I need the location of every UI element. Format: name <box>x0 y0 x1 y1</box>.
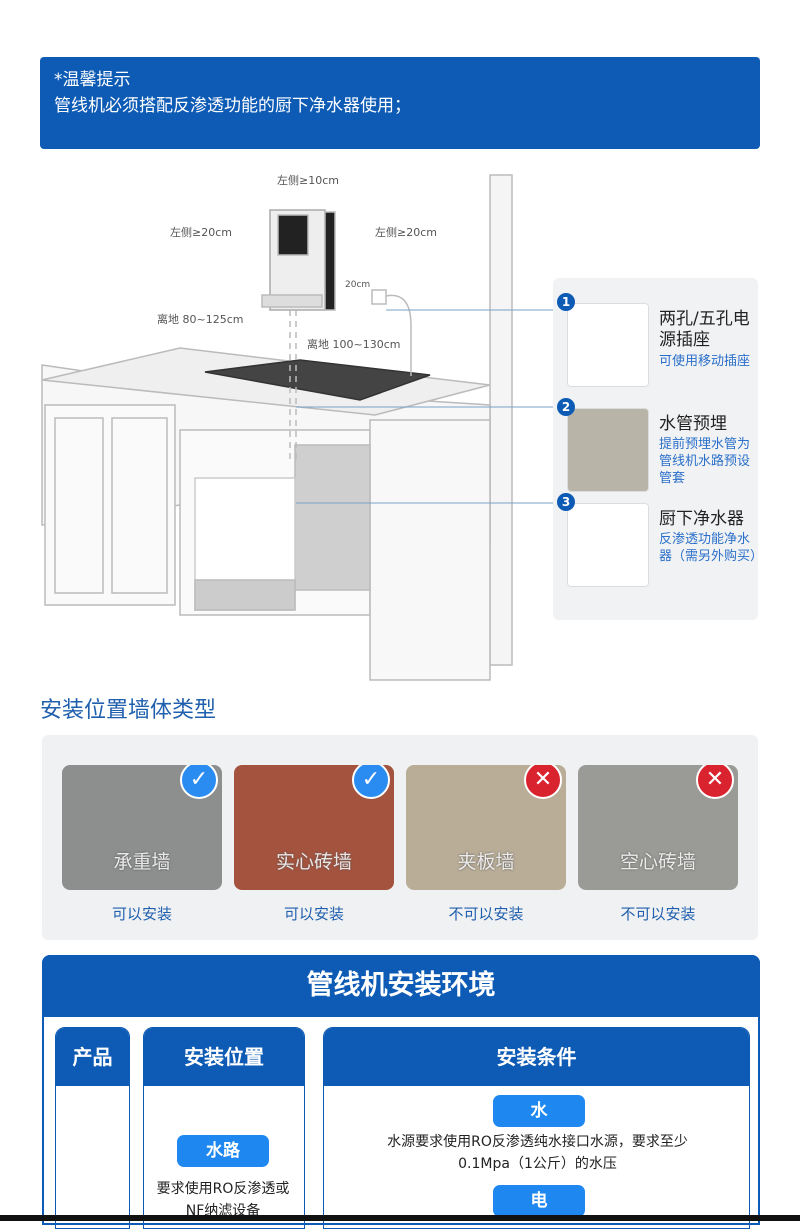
wall-card: 承重墙 ✓ <box>62 765 222 890</box>
wall-types-heading: 安装位置墙体类型 <box>40 698 217 723</box>
installation-diagram <box>41 174 560 681</box>
wall-name: 实心砖墙 <box>275 851 352 873</box>
col-position: 安装位置 <box>143 1027 305 1229</box>
col-product: 产品 <box>55 1027 130 1229</box>
env-title: 管线机安装环境 <box>42 955 760 1017</box>
dim-floor-socket: 离地 100~130cm <box>307 338 401 351</box>
col-conditions: 安装条件 <box>323 1027 750 1229</box>
notice-title: *温馨提示 <box>54 70 131 90</box>
wall-status: 可以安装 <box>111 905 172 923</box>
check-icon: ✓ <box>180 765 218 799</box>
socket-image <box>567 303 649 387</box>
check-icon: ✓ <box>352 765 390 799</box>
pipe-image <box>567 408 649 492</box>
cross-icon: ✕ <box>696 765 734 799</box>
purifier-image <box>567 503 649 587</box>
dim-right: 左侧≥20cm <box>375 226 437 239</box>
wall-status: 不可以安装 <box>620 905 696 923</box>
wall-name: 承重墙 <box>113 851 171 873</box>
dim-floor-outlet: 离地 80~125cm <box>157 313 244 326</box>
wall-name: 夹板墙 <box>457 851 515 873</box>
cond-power-pill: 电 <box>493 1185 585 1217</box>
notice-text: 管线机必须搭配反渗透功能的厨下净水器使用； <box>54 96 411 116</box>
wall-name: 空心砖墙 <box>619 851 696 873</box>
cond-water-pill: 水 <box>493 1095 585 1127</box>
water-route-pill: 水路 <box>177 1135 269 1167</box>
bottom-bar <box>0 1215 800 1221</box>
wall-status: 不可以安装 <box>448 905 524 923</box>
wall-card: 夹板墙 ✕ <box>406 765 566 890</box>
wall-card: 实心砖墙 ✓ <box>234 765 394 890</box>
water-route-text: 要求使用RO反渗透或NF纳滤设备 <box>156 1181 290 1215</box>
wall-status: 可以安装 <box>283 905 344 923</box>
dim-socket-gap: 20cm <box>345 280 371 290</box>
dim-top: 左侧≥10cm <box>277 174 339 187</box>
notice-banner: *温馨提示 管线机必须搭配反渗透功能的厨下净水器使用； <box>40 57 760 149</box>
dim-left: 左侧≥20cm <box>170 226 232 239</box>
wall-types-panel: 承重墙 ✓ 可以安装 实心砖墙 ✓ 可以安装 夹板墙 ✕ 不可以安装 空心砖墙 ✕ 不可以安装 <box>42 735 758 940</box>
wall-card: 空心砖墙 ✕ <box>578 765 738 890</box>
cond-water-text: 水源要求使用RO反渗透纯水接口水源，要求至少0.1Mpa（1公斤）的水压 <box>387 1134 688 1172</box>
cross-icon: ✕ <box>524 765 562 799</box>
